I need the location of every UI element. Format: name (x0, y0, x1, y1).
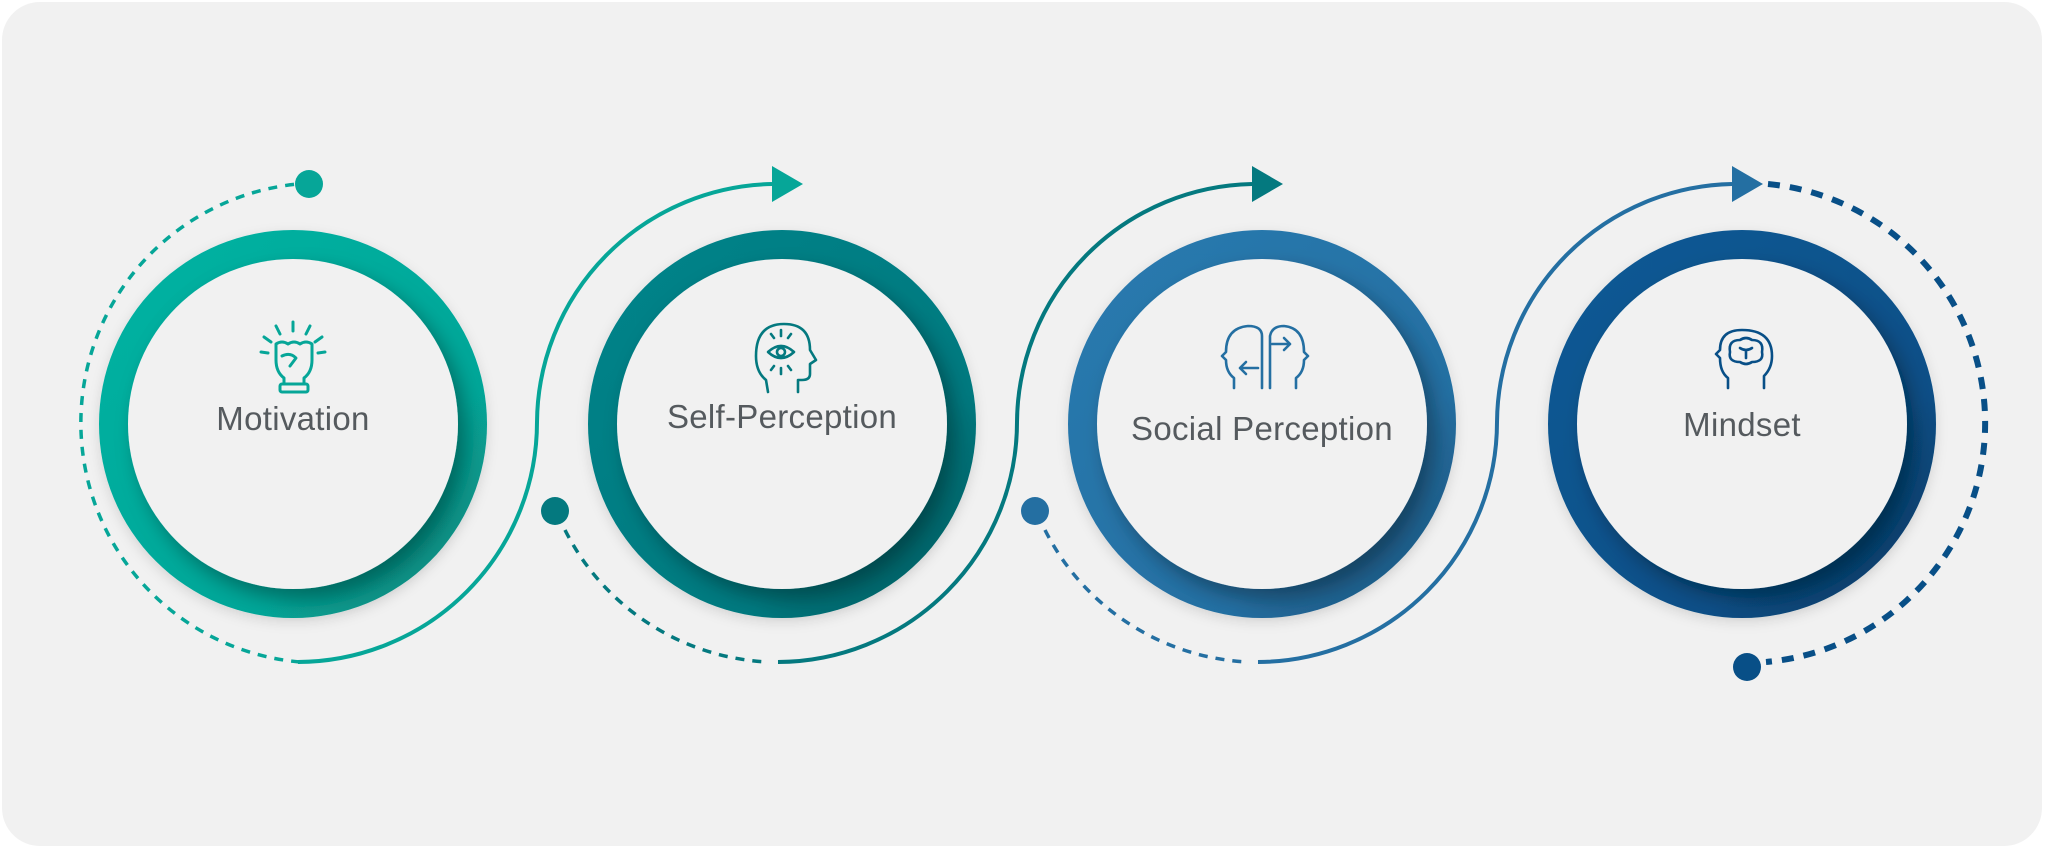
arrowhead-2 (772, 166, 803, 202)
step-1-label: Motivation (216, 400, 370, 437)
connector-2 (297, 166, 803, 664)
arrowhead-3 (1252, 166, 1283, 202)
step-3-label: Social Perception (1131, 410, 1393, 447)
step-1-ring (99, 230, 487, 618)
step-2-ring (588, 230, 976, 618)
step-4-label: Mindset (1683, 406, 1801, 443)
end-dot (1733, 653, 1761, 681)
raised-fist-icon (259, 320, 327, 394)
connector-1 (79, 170, 323, 664)
step-2-label: Self-Perception (666, 398, 898, 435)
dot-2 (541, 497, 569, 525)
dot-3 (1021, 497, 1049, 525)
two-heads-exchange-icon (1220, 324, 1310, 390)
connector-4 (1257, 166, 1989, 681)
head-with-brain-icon (1714, 328, 1774, 390)
head-with-eye-icon (754, 322, 818, 394)
step-3-ring (1068, 230, 1456, 618)
step-4-ring (1548, 230, 1936, 618)
arrowhead-4 (1732, 166, 1763, 202)
start-dot (295, 170, 323, 198)
connector-3 (777, 166, 1283, 664)
